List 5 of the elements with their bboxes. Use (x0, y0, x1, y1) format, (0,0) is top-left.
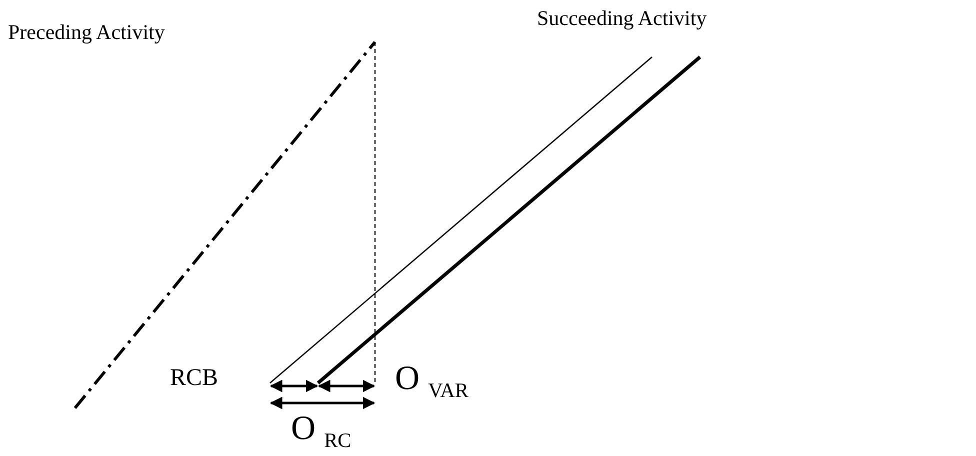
overlap-label: O $_{RC}$ (291, 412, 352, 452)
overlap-label: O $_{VAR}$ (395, 362, 468, 402)
buffer-label: RCB (170, 366, 218, 390)
activity-label: Preceding Activity (8, 22, 165, 43)
activity-label: Succeeding Activity (537, 8, 707, 29)
